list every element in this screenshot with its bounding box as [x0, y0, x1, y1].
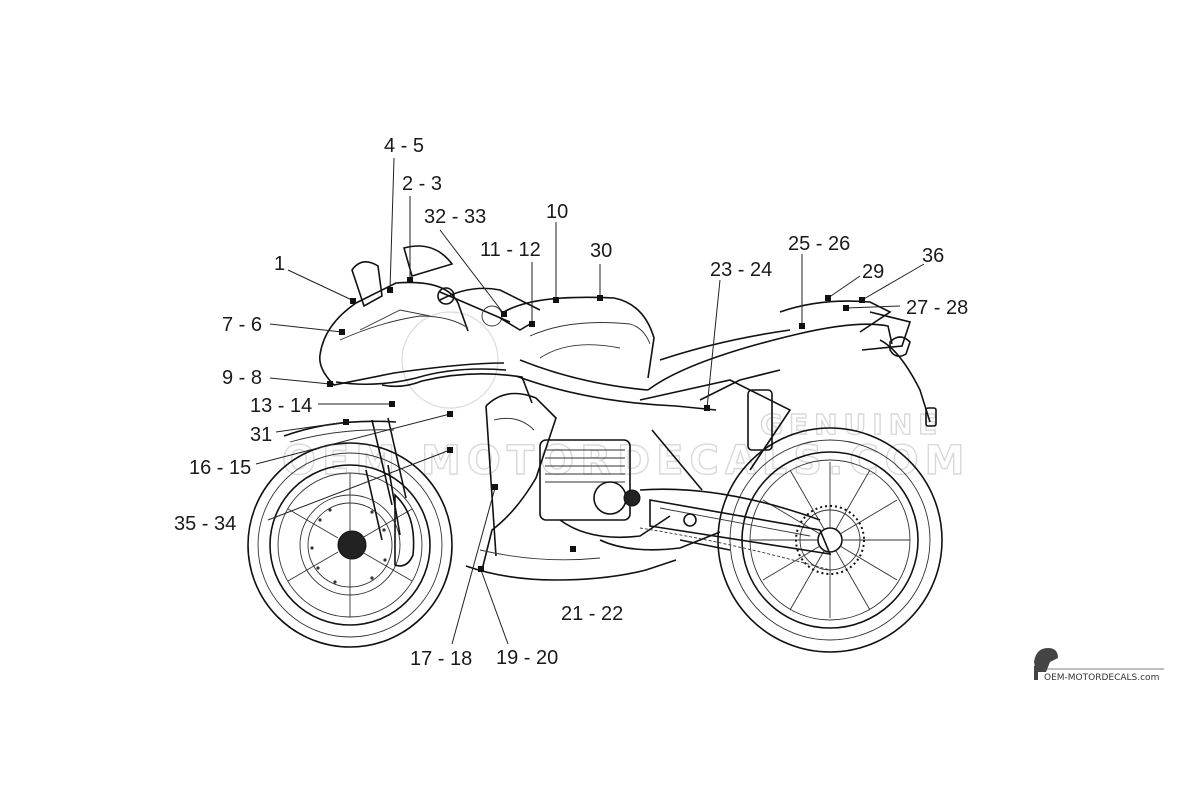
front-wheel — [247, 442, 453, 648]
callout-labels: 1 4 - 5 2 - 3 32 - 33 10 11 - 12 30 7 - … — [174, 135, 968, 670]
callout-markers — [327, 277, 865, 572]
callout-30: 30 — [590, 240, 612, 262]
watermark-emblem — [401, 311, 499, 409]
watermark: OEM MOTORDECALS.COM GENUINE — [281, 311, 970, 485]
callout-25-26: 25 - 26 — [788, 233, 850, 255]
fuel-tank — [503, 296, 717, 411]
brake-disc-holes — [310, 508, 387, 584]
front-spokes — [287, 473, 413, 617]
windscreen — [403, 245, 454, 277]
watermark-text: OEM MOTORDECALS.COM — [282, 438, 970, 484]
callout-10: 10 — [546, 201, 568, 223]
belly-pan — [465, 559, 677, 581]
side-fairing — [465, 392, 677, 581]
callout-7-6: 7 - 6 — [222, 314, 262, 336]
license-bracket — [879, 339, 931, 423]
seat-tail — [647, 300, 937, 427]
chain — [639, 527, 831, 571]
callout-19-20: 19 - 20 — [496, 647, 558, 669]
exhaust-footpeg — [599, 513, 731, 551]
tail-light — [889, 336, 911, 358]
callout-31: 31 — [250, 424, 272, 446]
mirror — [351, 261, 383, 308]
brand-mark: OEM-MOTORDECALS.com — [1034, 648, 1164, 683]
callout-1: 1 — [274, 253, 285, 275]
callout-16-15: 16 - 15 — [189, 457, 251, 479]
brand-label: OEM-MOTORDECALS.com — [1044, 673, 1159, 683]
callout-36: 36 — [922, 245, 944, 267]
callout-35-34: 35 - 34 — [174, 513, 236, 535]
callout-11-12: 11 - 12 — [480, 239, 541, 261]
swingarm — [639, 488, 832, 571]
rear-spokes — [750, 462, 910, 618]
callout-13-14: 13 - 14 — [250, 395, 312, 417]
callout-2-3: 2 - 3 — [402, 173, 442, 195]
callout-23-24: 23 - 24 — [710, 259, 772, 281]
rear-shock — [747, 389, 773, 451]
callout-9-8: 9 - 8 — [222, 367, 262, 389]
callout-17-18: 17 - 18 — [410, 648, 472, 670]
brake-caliper — [394, 493, 415, 567]
callout-4-5: 4 - 5 — [384, 135, 424, 157]
frame — [639, 369, 792, 491]
callout-32-33: 32 - 33 — [424, 206, 486, 228]
engine — [539, 439, 671, 539]
front-fairing — [318, 245, 541, 404]
callout-21-22: 21 - 22 — [561, 603, 623, 625]
motorcycle-illustration — [247, 245, 943, 653]
callout-27-28: 27 - 28 — [906, 297, 968, 319]
callout-29: 29 — [862, 261, 884, 283]
handlebar — [437, 287, 531, 331]
leader-lines — [255, 157, 925, 645]
helmet-logo-icon — [1034, 648, 1058, 680]
